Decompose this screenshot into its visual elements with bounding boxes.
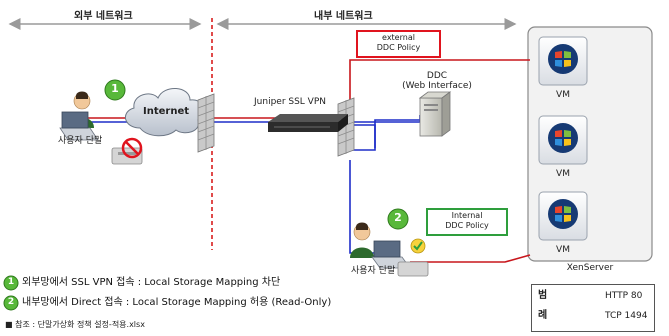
- badge-2-number: 2: [394, 211, 402, 224]
- internal-storage-allowed-icon: [397, 238, 429, 277]
- internal-policy-box: [426, 208, 508, 236]
- outer-network-label: 외부 네트워크: [74, 11, 133, 22]
- legend-box: [531, 284, 655, 332]
- ddc-server-icon: [418, 91, 452, 137]
- xenserver-label: XenServer: [566, 263, 614, 273]
- vm-3-icon: [538, 191, 588, 241]
- legend-title-line1: 범: [538, 290, 548, 301]
- badge-2-icon: [387, 208, 409, 230]
- internet-cloud: [125, 88, 205, 137]
- note-badge-1-icon: [3, 275, 19, 291]
- note-2-text: 내부망에서 Direct 접속 : Local Storage Mapping …: [22, 297, 332, 308]
- inner-network-label: 내부 네트워크: [314, 11, 373, 22]
- internal-policy-line2: DDC Policy: [445, 221, 489, 230]
- reference-note: ■ 참조 : 단말가상화 정책 설정-적용.xlsx: [5, 320, 145, 329]
- vm-2-icon: [538, 115, 588, 165]
- note-badge-2-number: 2: [7, 297, 15, 307]
- ssl-vpn-appliance-icon: [268, 114, 348, 132]
- badge-1-number: 1: [111, 82, 119, 95]
- legend-tcp-label: TCP 1494: [605, 311, 648, 321]
- firewall-outer-icon: [197, 93, 215, 153]
- external-laptop-icon: [59, 111, 99, 141]
- ddc-subtitle-label: (Web Interface): [402, 81, 472, 91]
- vm-1-label: VM: [556, 90, 570, 100]
- external-policy-line2: DDC Policy: [376, 43, 421, 52]
- external-user-label: 사용자 단말: [58, 136, 103, 146]
- internet-label: Internet: [143, 106, 190, 117]
- note-badge-1-number: 1: [7, 277, 15, 287]
- vm-2-label: VM: [556, 169, 570, 179]
- external-policy-box: [356, 30, 441, 58]
- internal-policy-line1: Internal: [451, 211, 483, 220]
- note-badge-2-icon: [3, 295, 19, 311]
- vm-3-label: VM: [556, 245, 570, 255]
- legend-title-line2: 례: [538, 310, 548, 321]
- note-1-text: 외부망에서 SSL VPN 접속 : Local Storage Mapping…: [22, 277, 281, 288]
- ssl-vpn-label: Juniper SSL VPN: [254, 97, 326, 107]
- legend-http-label: HTTP 80: [605, 291, 643, 301]
- external-policy-line1: external: [382, 33, 415, 42]
- vpn-to-ddc-line: [352, 124, 376, 148]
- vm-1-icon: [538, 36, 588, 86]
- badge-1-icon: [104, 79, 126, 101]
- internal-user-icon: [350, 222, 374, 258]
- internal-user-label: 사용자 단말: [351, 266, 396, 276]
- ddc-title-label: DDC: [426, 71, 448, 81]
- external-storage-blocked-icon: [111, 137, 143, 165]
- internal-laptop-icon: [371, 240, 411, 269]
